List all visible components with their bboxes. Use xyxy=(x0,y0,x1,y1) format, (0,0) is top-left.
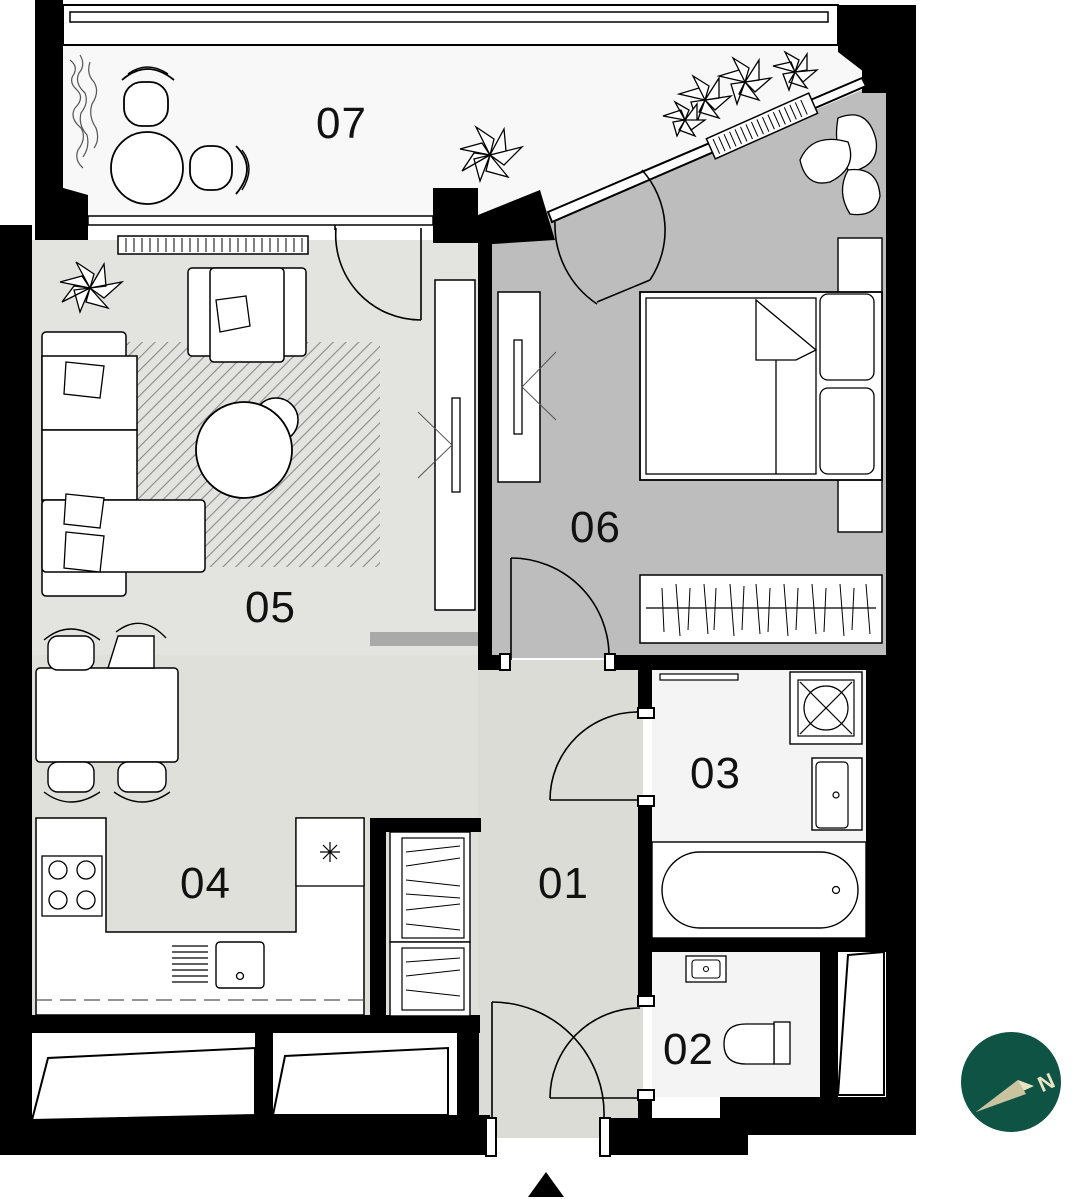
compass-icon: N xyxy=(961,1032,1061,1132)
radiator-stripes xyxy=(712,99,808,154)
doors xyxy=(334,169,666,1119)
room-label-06: 06 xyxy=(570,503,621,552)
walls xyxy=(0,0,916,1155)
kitchen-furniture xyxy=(35,622,471,1017)
bedroom-furniture xyxy=(497,237,883,644)
bathroom-fixtures xyxy=(651,671,867,1065)
room-label-02: 02 xyxy=(663,1025,714,1074)
room-label-03: 03 xyxy=(690,749,741,798)
living-furniture xyxy=(41,235,478,646)
hall-floor xyxy=(478,660,643,1138)
door-jambs xyxy=(485,653,655,1157)
room-label-07: 07 xyxy=(316,99,367,148)
room-label-05: 05 xyxy=(245,583,296,632)
entrance-arrow-icon xyxy=(528,1172,564,1197)
room-labels: 01 02 03 04 05 06 07 xyxy=(180,99,741,1074)
storage-windows xyxy=(30,950,885,1122)
room-label-01: 01 xyxy=(538,859,589,908)
room-label-04: 04 xyxy=(180,859,231,908)
